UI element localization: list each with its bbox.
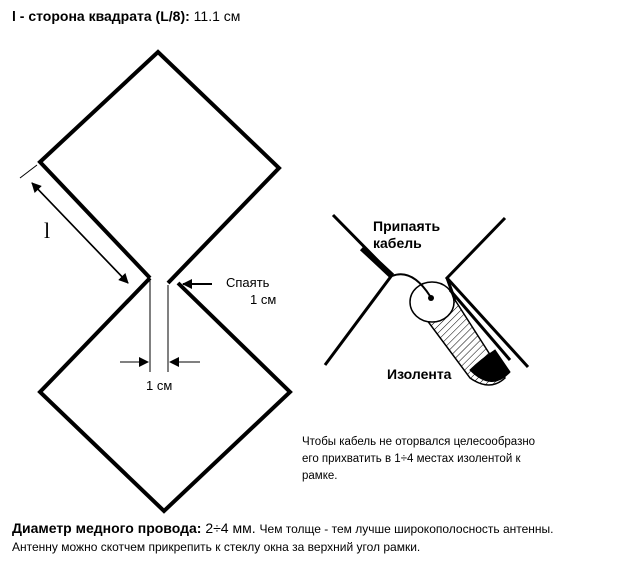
note-line1: Чтобы кабель не оторвался целесообразно: [302, 436, 536, 448]
antenna-frame: [37, 49, 293, 514]
header: l - сторона квадрата (L/8): 11.1 см: [12, 8, 240, 24]
note-line2: его прихватить в 1÷4 местах изолентой к: [302, 453, 521, 465]
solder-gap-label: 1 см: [250, 292, 277, 307]
solder-cable-line1: Припаять: [373, 218, 441, 234]
tape-label: Изолента: [387, 366, 452, 382]
solder-cable-line2: кабель: [373, 235, 422, 251]
wire-value: 2÷4 мм.: [205, 520, 256, 536]
solder-label: Спаять: [226, 275, 270, 290]
header-label: l - сторона квадрата (L/8):: [12, 8, 190, 24]
feed-lines: [149, 280, 169, 372]
gap-label: 1 см: [146, 378, 173, 393]
frame-left-wire: [37, 49, 282, 285]
attach-note: Чтобы кабель не оторвался целесообразно …: [302, 434, 602, 485]
cable: [409, 281, 511, 386]
mount-note: Антенну можно скотчем прикрепить к стекл…: [12, 540, 421, 554]
cable-detail: [323, 213, 530, 386]
side-length-arrow: [19, 164, 129, 284]
wire-label: Диаметр медного провода:: [12, 520, 202, 536]
solder-cable-label: Припаять кабель: [373, 218, 440, 252]
note-line3: рамке.: [302, 470, 338, 482]
footer: Диаметр медного провода: 2÷4 мм. Чем тол…: [12, 520, 627, 554]
wire-note: Чем толще - тем лучше широкополосность а…: [259, 522, 554, 536]
center-conductor: [391, 273, 431, 297]
frame-right-wire: [37, 276, 293, 514]
header-value: 11.1 см: [193, 8, 241, 24]
side-symbol: l: [44, 218, 51, 243]
wire-diameter-line: Диаметр медного провода: 2÷4 мм. Чем тол…: [12, 520, 627, 536]
